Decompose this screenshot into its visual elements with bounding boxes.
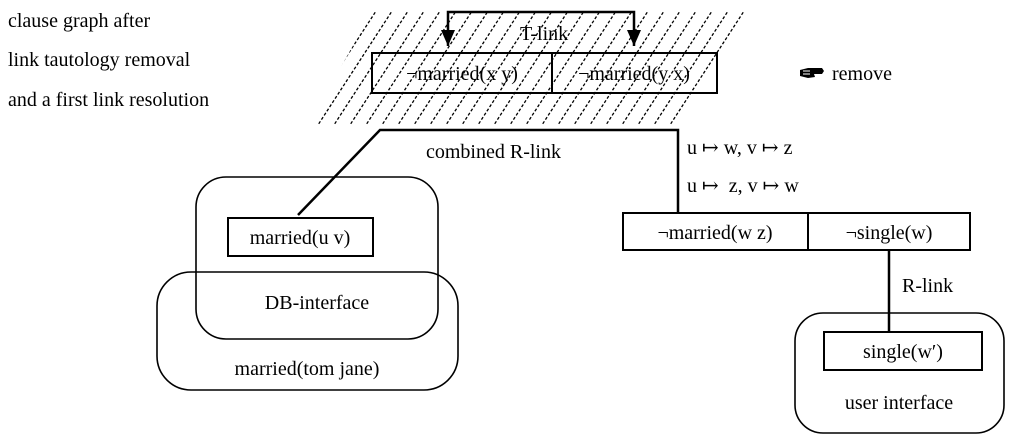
- hatch-line: [699, 12, 745, 125]
- user-literal: single(w′): [863, 341, 943, 363]
- hatch-line: [459, 12, 539, 125]
- hatch-line: [363, 12, 443, 125]
- substitution-2: u ↦ z, v ↦ w: [687, 175, 799, 197]
- hatch-line: [395, 12, 475, 125]
- caption-line-2: link tautology removal: [8, 49, 191, 71]
- hatch-line: [523, 12, 603, 125]
- remove-label: remove: [832, 63, 892, 85]
- t-link: T-link: [441, 10, 641, 46]
- query-literal: married(u v): [250, 227, 351, 249]
- fact-literal: married(tom jane): [235, 358, 380, 380]
- goal-clause: ¬married(w z) ¬single(w): [622, 212, 971, 251]
- hatch-line: [587, 12, 667, 125]
- hatch-line: [571, 12, 651, 125]
- hatch-line: [731, 12, 745, 125]
- hatch-line: [635, 12, 715, 125]
- hatch-line: [379, 12, 459, 125]
- caption-line-3: and a first link resolution: [8, 89, 209, 111]
- hatch-line: [475, 12, 555, 125]
- db-interface-outline: [195, 176, 439, 340]
- hatch-line: [443, 12, 523, 125]
- removed-literal-left: ¬married(x y): [406, 63, 518, 85]
- user-literal-box: [823, 331, 983, 371]
- goal-literal-left-box: [622, 212, 809, 251]
- hatch-line: [491, 12, 571, 125]
- db-interface-label: DB-interface: [265, 292, 370, 314]
- goal-literal-left: ¬married(w z): [657, 222, 772, 244]
- hatch-line: [683, 12, 745, 125]
- hatch-line: [764, 8, 842, 128]
- hatch-line: [308, 12, 379, 125]
- r-link-label: R-link: [902, 275, 953, 297]
- t-link-label: T-link: [520, 23, 568, 45]
- remove-marker: remove: [800, 63, 892, 85]
- r-link: R-link: [887, 250, 953, 333]
- hatch-line: [411, 12, 491, 125]
- caption-line-1: clause graph after: [8, 10, 150, 32]
- user-interface-label: user interface: [845, 392, 953, 414]
- removed-clause: ¬married(x y) ¬married(y x): [371, 52, 718, 94]
- combined-r-link: combined R-link u ↦ w, v ↦ z u ↦ z, v ↦ …: [297, 128, 799, 216]
- goal-literal-right: ¬single(w): [846, 222, 933, 244]
- query-literal-box: [227, 217, 374, 257]
- removed-literal-right: ¬married(y x): [578, 63, 690, 85]
- hatch-line: [651, 12, 731, 125]
- hatch-line: [539, 12, 619, 125]
- hatch-line: [315, 12, 395, 125]
- hatch-line: [667, 12, 745, 125]
- hatch-line: [555, 12, 635, 125]
- caption: clause graph after link tautology remova…: [8, 10, 209, 111]
- hatch-line: [347, 12, 427, 125]
- fact-database-outline: [156, 271, 459, 391]
- user-side: single(w′) user interface: [794, 312, 1005, 434]
- hatch-line: [715, 12, 745, 125]
- db-side: married(u v) DB-interface married(tom ja…: [156, 176, 459, 391]
- substitution-1: u ↦ w, v ↦ z: [687, 137, 793, 159]
- hatch-line: [603, 12, 683, 125]
- hatch-line: [619, 12, 699, 125]
- pointing-hand-icon: [800, 68, 824, 78]
- user-interface-outline: [794, 312, 1005, 434]
- hatch-line: [507, 12, 587, 125]
- hatch-line: [427, 12, 507, 125]
- combined-r-link-label: combined R-link: [426, 141, 561, 163]
